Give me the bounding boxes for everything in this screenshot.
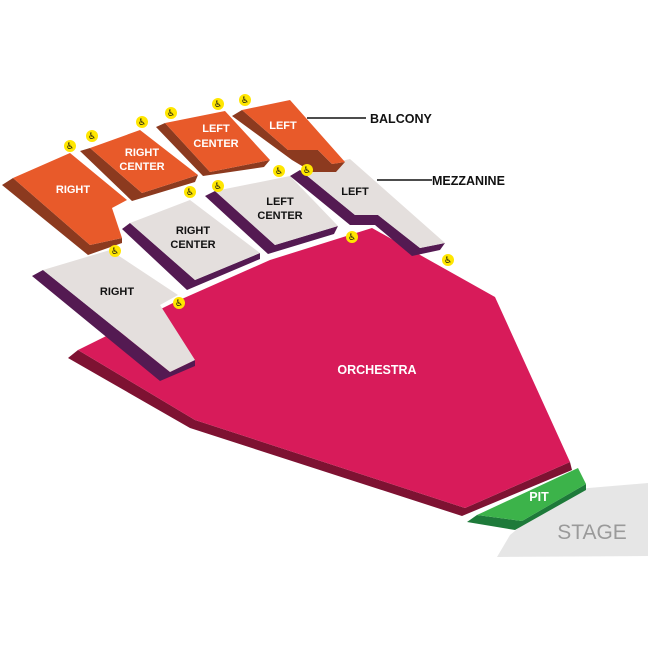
section-pit[interactable]: PIT [467,468,586,530]
mezz-left-center-label: CENTER [257,210,302,222]
stage[interactable]: STAGE [497,483,648,557]
section-mezz-right-center[interactable]: RIGHT CENTER [122,200,260,290]
orchestra-label: ORCHESTRA [337,363,416,377]
svg-text:♿: ♿ [66,142,74,152]
wheelchair-icon: ♿ [346,231,358,243]
mezz-left-center-label: LEFT [266,196,294,208]
svg-text:♿: ♿ [214,100,222,110]
svg-text:♿: ♿ [241,96,249,106]
svg-text:♿: ♿ [138,118,146,128]
stage-label: STAGE [557,521,627,544]
section-mezz-left-center[interactable]: LEFT CENTER [205,176,338,254]
svg-text:♿: ♿ [275,167,283,177]
section-mezz-left[interactable]: LEFT [290,159,445,256]
mezz-left-label: LEFT [341,186,369,198]
wheelchair-icon: ♿ [212,98,224,110]
svg-text:♿: ♿ [214,182,222,192]
svg-text:♿: ♿ [88,132,96,142]
wheelchair-icon: ♿ [136,116,148,128]
wheelchair-icon: ♿ [273,165,285,177]
balcony-right-label: RIGHT [56,184,91,196]
section-balcony-right-center[interactable]: RIGHT CENTER [80,130,198,201]
section-balcony-right[interactable]: RIGHT [2,153,127,255]
wheelchair-icon: ♿ [301,164,313,176]
svg-text:♿: ♿ [444,256,452,266]
wheelchair-icon: ♿ [184,186,196,198]
balcony-right-center-label: RIGHT [125,147,160,159]
section-mezz-right[interactable]: RIGHT [32,250,195,381]
balcony-level-label: BALCONY [370,112,432,126]
section-balcony-left[interactable]: LEFT [232,100,345,172]
svg-text:♿: ♿ [167,109,175,119]
wheelchair-icon: ♿ [86,130,98,142]
balcony-left-center-label: CENTER [193,138,238,150]
mezzanine-callout: MEZZANINE [377,174,505,188]
wheelchair-icon: ♿ [212,180,224,192]
svg-text:♿: ♿ [111,247,119,257]
svg-text:♿: ♿ [175,299,183,309]
balcony-left-center-label: LEFT [202,123,230,135]
wheelchair-icon: ♿ [173,297,185,309]
wheelchair-icon: ♿ [109,245,121,257]
svg-text:♿: ♿ [303,166,311,176]
balcony-callout: BALCONY [307,112,432,126]
wheelchair-icon: ♿ [239,94,251,106]
mezzanine-level-label: MEZZANINE [432,174,505,188]
section-balcony-left-center[interactable]: LEFT CENTER [156,111,270,176]
balcony-left-label: LEFT [269,120,297,132]
wheelchair-icon: ♿ [442,254,454,266]
svg-text:♿: ♿ [348,233,356,243]
mezz-right-center-label: RIGHT [176,225,211,237]
wheelchair-icon: ♿ [165,107,177,119]
svg-text:♿: ♿ [186,188,194,198]
section-orchestra[interactable]: ORCHESTRA [68,228,572,516]
mezz-right-center-label: CENTER [170,239,215,251]
mezz-right-label: RIGHT [100,286,135,298]
balcony-right-center-label: CENTER [119,161,164,173]
wheelchair-icon: ♿ [64,140,76,152]
pit-label: PIT [529,490,549,504]
